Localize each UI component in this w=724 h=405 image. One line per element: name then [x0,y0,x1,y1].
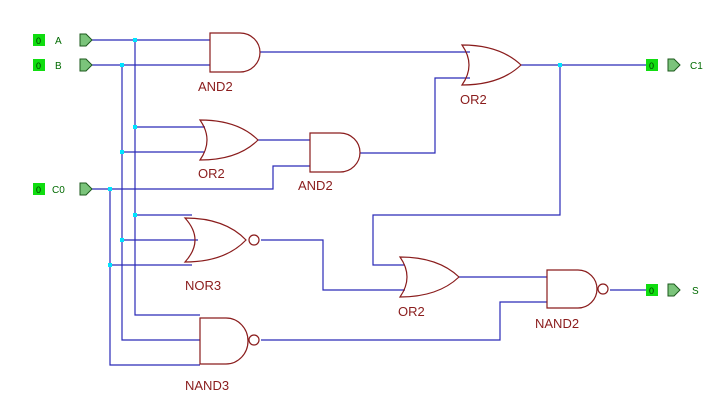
nor3-label: NOR3 [185,278,221,293]
input-port-c0[interactable]: 0 C0 [33,182,93,196]
value-box [646,284,658,296]
port-arrow-icon [667,283,681,297]
nor3-gate[interactable] [183,217,247,263]
value-box [646,59,658,71]
wire-nor-to-or [261,239,405,291]
junction [108,187,112,191]
value-box [33,183,45,195]
wire-nand3-to-nand2 [261,301,547,341]
port-arrow-icon [79,182,93,196]
and2-top-gate[interactable] [209,32,261,73]
and2-top-label: AND2 [198,79,233,94]
output-c1-label: C1 [690,61,703,72]
output-s-label: S [692,286,699,297]
or2-bottom-label: OR2 [398,304,425,319]
wires [92,39,650,366]
nand3-bubble [248,334,260,346]
input-a-value: 0 [36,36,41,46]
or2-mid-gate[interactable] [198,119,259,161]
nor3-bubble [248,234,260,246]
output-c1-value: 0 [649,61,654,71]
value-box [33,59,45,71]
input-c0-value: 0 [36,185,41,195]
wire-c1-feed [372,65,561,266]
or2-top-label: OR2 [460,92,487,107]
junction [120,238,124,242]
junction [133,125,137,129]
wire-c0-bus [109,189,200,366]
junction [133,213,137,217]
or2-top-gate[interactable] [460,44,522,86]
or2-bottom-gate[interactable] [398,256,460,298]
junction [120,63,124,67]
junction [108,263,112,267]
gate-labels: AND2 OR2 OR2 AND2 NOR3 OR2 NAND2 NAND3 [185,79,579,393]
input-a-label: A [55,36,62,47]
and2-mid-gate[interactable] [309,132,361,173]
input-c0-label: C0 [52,185,65,196]
or2-mid-label: OR2 [198,166,225,181]
junctions [108,38,562,267]
nand2-label: NAND2 [535,316,579,331]
nand2-gate[interactable] [546,269,598,309]
input-b-label: B [55,61,62,72]
wire-c0 [92,165,310,190]
port-arrow-icon [79,33,93,47]
output-port-s[interactable]: 0 S [646,283,699,297]
output-port-c1[interactable]: 0 C1 [646,58,703,72]
junction [133,38,137,42]
input-b-value: 0 [36,61,41,71]
junction [558,63,562,67]
value-box [33,34,45,46]
wire-a-bus [134,40,200,316]
input-port-b[interactable]: 0 B [33,58,93,72]
gates [183,32,609,365]
nand2-bubble [597,283,609,295]
nand3-label: NAND3 [185,378,229,393]
junction [120,150,124,154]
port-arrow-icon [667,58,681,72]
and2-mid-label: AND2 [298,178,333,193]
output-s-value: 0 [649,286,654,296]
wire-b-bus [121,65,200,341]
port-arrow-icon [79,58,93,72]
input-port-a[interactable]: 0 A [33,33,93,47]
wire-andmid-to-ortop [360,77,470,154]
nand3-gate[interactable] [199,317,249,365]
